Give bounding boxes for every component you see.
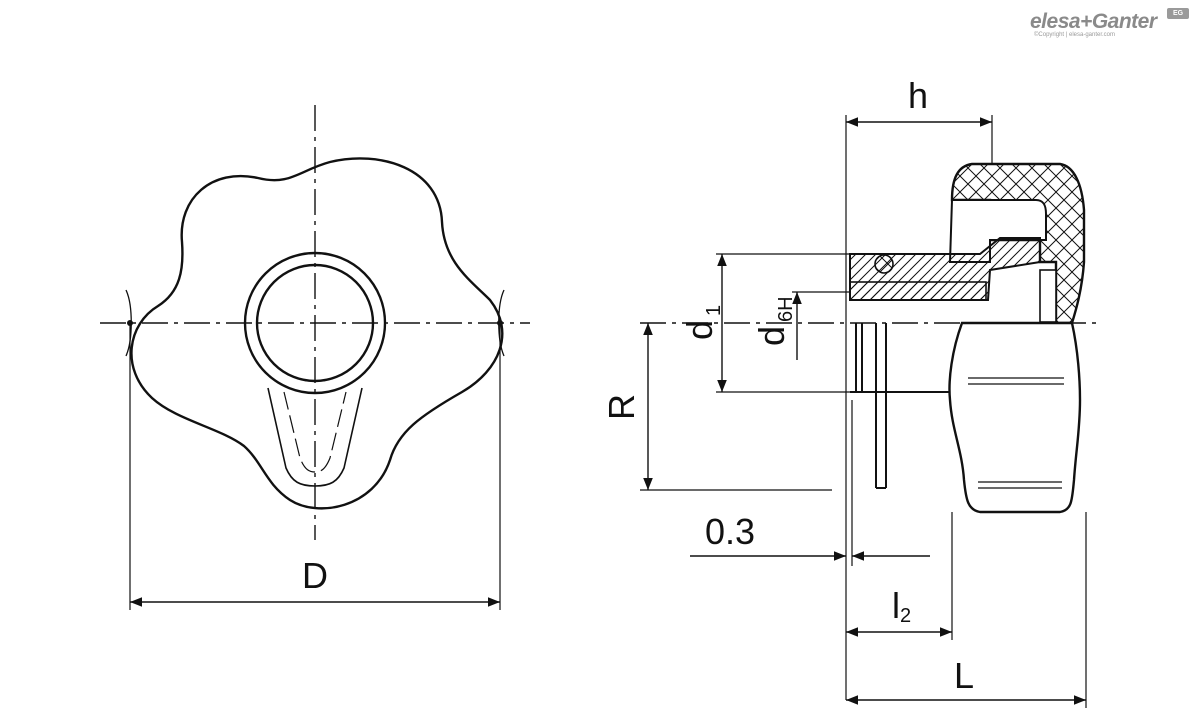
svg-text:2: 2 — [900, 605, 911, 627]
brand-badge: EG — [1167, 8, 1189, 19]
dim-R-label: R — [601, 394, 642, 420]
stud-shank — [875, 323, 887, 489]
dim-l2-label: l 2 — [892, 585, 911, 627]
dim-d1-label: d 1 — [679, 305, 725, 340]
brand-copyright: ©Copyright | elesa-ganter.com — [1034, 32, 1116, 38]
svg-text:d: d — [679, 320, 720, 340]
bush-lower — [850, 323, 950, 393]
front-view: D — [100, 105, 530, 610]
finger-rib-inner — [283, 391, 347, 473]
dim-d6H-label: d 6H — [751, 296, 797, 346]
pin-upper — [1039, 269, 1057, 323]
bore-band — [849, 281, 987, 301]
o-ring — [874, 254, 894, 274]
hub-outer-ring — [243, 251, 387, 395]
hub-inner-ring — [255, 263, 375, 383]
svg-text:l: l — [892, 585, 900, 626]
knob-body-lower — [948, 321, 1082, 514]
svg-text:1: 1 — [703, 305, 725, 316]
knob-lobe-outline — [130, 157, 504, 510]
brand-name: elesa+Ganter — [1030, 10, 1157, 33]
svg-text:6H: 6H — [775, 296, 797, 322]
svg-text:d: d — [751, 326, 792, 346]
finger-rib — [267, 387, 363, 487]
dim-gap-label: 0.3 — [705, 511, 755, 552]
brand-logo: elesa+Ganter EG ©Copyright | elesa-gante… — [1030, 6, 1195, 42]
dim-L-label: L — [954, 655, 974, 696]
side-view: h d 1 d 6H R 0.3 l 2 L — [601, 75, 1100, 708]
dim-h-label: h — [908, 75, 928, 116]
dim-D-label: D — [302, 555, 328, 596]
